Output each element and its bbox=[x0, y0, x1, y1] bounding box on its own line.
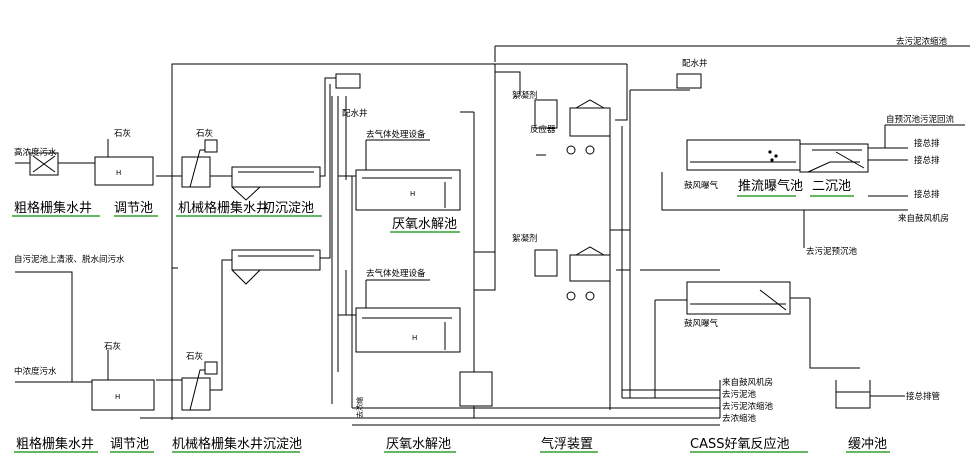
note-lime-2: 石灰 bbox=[196, 128, 213, 139]
annotations: 高浓度污水 石灰 石灰 自污泥池上清液、脱水间污水 石灰 石灰 中浓度污水 配水… bbox=[14, 36, 955, 424]
buffer-tank bbox=[835, 380, 871, 409]
label-anaerobic-1: 厌氧水解池 bbox=[392, 217, 457, 232]
svg-text:H: H bbox=[116, 169, 121, 177]
regulating-tank-bottom: H bbox=[91, 350, 155, 411]
label-secondary-clarifier: 二沉池 bbox=[812, 179, 851, 194]
note-to-discharge-3: 接总排 bbox=[914, 189, 940, 200]
svg-text:H: H bbox=[412, 334, 417, 342]
note-dosing-2: 絮凝剂 bbox=[512, 233, 538, 244]
label-cass-reactor: CASS好氧反应池 bbox=[690, 436, 789, 452]
anaerobic-tank-bottom: H bbox=[355, 279, 461, 353]
note-lime-1: 石灰 bbox=[114, 128, 131, 139]
note-sludge-supernatant: 自污泥池上清液、脱水间污水 bbox=[14, 254, 125, 265]
distribution-well-right bbox=[676, 73, 702, 89]
note-high-conc-wastewater: 高浓度污水 bbox=[14, 147, 57, 158]
note-lime-4: 石灰 bbox=[186, 351, 203, 362]
note-gas-treatment-2: 去气体处理设备 bbox=[366, 268, 426, 279]
label-mech-screen-1: 机械格栅集水井 bbox=[178, 200, 269, 216]
label-regulating-tank-1: 调节池 bbox=[114, 201, 153, 216]
note-from-blower-2: 来自鼓风机房 bbox=[722, 377, 773, 388]
svg-text:H: H bbox=[410, 190, 415, 198]
label-mech-screen-2: 机械格栅集水井沉淀池 bbox=[172, 436, 302, 452]
sludge-sump bbox=[459, 371, 493, 407]
air-flotation-top bbox=[534, 99, 611, 156]
label-primary-sedimentation-1: 初沉淀池 bbox=[262, 201, 314, 216]
cass-reactor-tank bbox=[686, 281, 791, 315]
note-blower-aeration-1: 鼓风曝气 bbox=[684, 180, 719, 191]
svg-text:H: H bbox=[115, 393, 120, 401]
note-to-discharge-2: 接总排 bbox=[914, 155, 940, 166]
note-to-sludge-tank: 去污泥池 bbox=[722, 389, 757, 400]
note-return-sludge: 自预沉池污泥回流 bbox=[886, 114, 955, 125]
note-to-sludge-thickener-top: 去污泥浓缩池 bbox=[896, 36, 948, 47]
label-air-flotation: 气浮装置 bbox=[541, 436, 593, 452]
label-regulating-tank-2: 调节池 bbox=[110, 437, 149, 452]
note-water-distribution-well-2: 配水井 bbox=[682, 58, 708, 69]
mech-screen-bottom bbox=[181, 361, 218, 411]
note-blower-aeration-2: 鼓风曝气 bbox=[684, 318, 719, 329]
cass-aeration-tank-top bbox=[686, 139, 801, 171]
note-to-discharge-1: 接总排 bbox=[914, 138, 940, 149]
mech-screen-top bbox=[181, 139, 218, 188]
note-dosing-1: 絮凝剂 bbox=[512, 90, 538, 101]
note-to-thickener: 去浓缩池 bbox=[722, 413, 757, 424]
label-buffer-tank: 缓冲池 bbox=[848, 437, 887, 452]
label-cass-aeration: 推流曝气池 bbox=[738, 178, 803, 194]
note-gas-treatment-1: 去气体处理设备 bbox=[366, 129, 426, 140]
primary-sedimentation-bottom bbox=[231, 249, 321, 285]
regulating-tank-top: H bbox=[94, 139, 154, 186]
stage-labels: 粗格栅集水井 调节池 机械格栅集水井 初沉淀池 厌氧水解池 推流曝气池 二沉池 … bbox=[14, 178, 887, 452]
distribution-well-left bbox=[335, 73, 361, 89]
label-coarse-screen-well-2: 粗格栅集水井 bbox=[16, 436, 94, 452]
secondary-clarifier bbox=[799, 143, 869, 173]
label-anaerobic-2: 厌氧水解池 bbox=[386, 437, 451, 452]
piping-network bbox=[15, 45, 970, 426]
note-to-presedimentation: 去污泥预沉池 bbox=[806, 246, 858, 257]
coarse-screen-well-top bbox=[29, 152, 59, 176]
note-water-distribution-well-1: 配水井 bbox=[342, 108, 368, 119]
air-flotation-bottom bbox=[534, 246, 611, 301]
note-from-blower-1: 来自鼓风机房 bbox=[898, 213, 949, 224]
note-to-sludge-thickener-2: 去污泥浓缩池 bbox=[722, 401, 774, 412]
note-to-thickener-vertical: 去浓缩 bbox=[355, 397, 364, 418]
note-lime-3: 石灰 bbox=[104, 341, 121, 352]
note-reactor: 反应器 bbox=[530, 124, 556, 135]
note-mid-conc-wastewater: 中浓度污水 bbox=[14, 366, 57, 377]
primary-sedimentation-top bbox=[231, 166, 321, 201]
anaerobic-tank-top: H bbox=[355, 139, 461, 211]
stage-label-underlines bbox=[12, 195, 890, 453]
label-coarse-screen-well-1: 粗格栅集水井 bbox=[14, 200, 92, 216]
note-to-discharge-pipe: 接总排管 bbox=[906, 391, 940, 402]
